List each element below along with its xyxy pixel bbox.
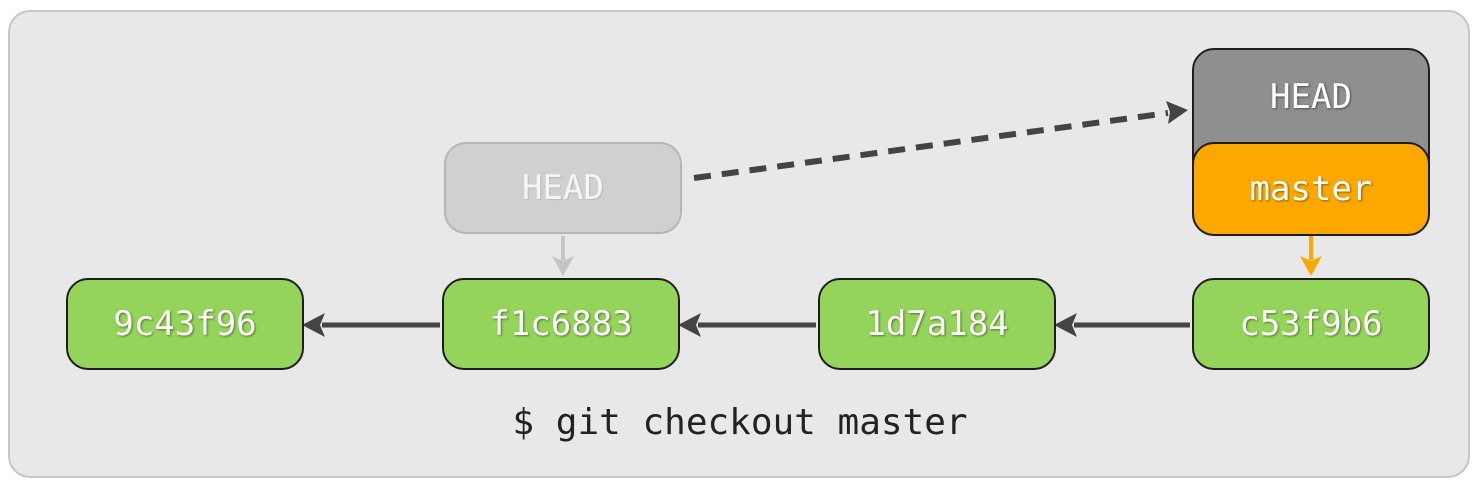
parent-arrow-f1c6883-to-9c43f96 [302, 313, 440, 337]
commit-hash: 1d7a184 [865, 304, 1009, 344]
commit-hash: c53f9b6 [1239, 304, 1383, 344]
parent-arrow-1d7a184-to-f1c6883 [678, 313, 816, 337]
old-head-pointer: HEAD [444, 142, 682, 234]
branch-pointer-master: master [1194, 142, 1428, 234]
old-head-label: HEAD [522, 168, 604, 208]
commit-node: c53f9b6 [1192, 278, 1430, 370]
branch-pointer-arrow [1300, 236, 1322, 276]
commit-node: 9c43f96 [66, 278, 304, 370]
head-move-dashed-arrow [693, 101, 1188, 181]
parent-arrow-c53f9b6-to-1d7a184 [1054, 313, 1190, 337]
head-label: HEAD [1270, 77, 1352, 117]
commit-hash: f1c6883 [489, 304, 633, 344]
head-pointer: HEAD [1194, 50, 1428, 144]
commit-hash: 9c43f96 [113, 304, 257, 344]
ref-stack: HEAD master [1192, 48, 1430, 236]
branch-label: master [1249, 169, 1373, 209]
commit-node: 1d7a184 [818, 278, 1056, 370]
commit-node: f1c6883 [442, 278, 680, 370]
command-caption: $ git checkout master [512, 402, 968, 443]
old-head-pointer-arrow [552, 236, 574, 276]
